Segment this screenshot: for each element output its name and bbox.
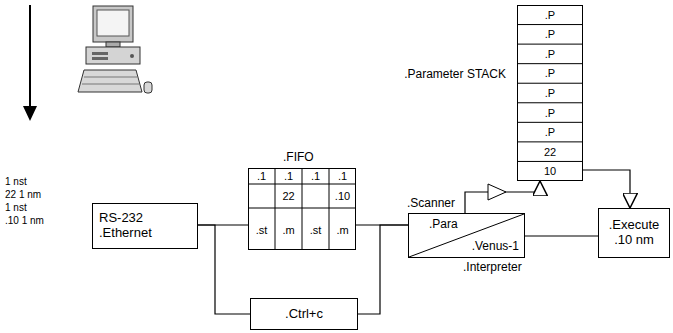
box-text: .Ctrl+c (257, 307, 351, 322)
table-cell: .10 (335, 190, 350, 202)
signal-note: 22 1 nm (5, 189, 41, 200)
stack-cell: .P (545, 126, 555, 138)
signal-note: 1 nst (5, 176, 27, 187)
stack-heading: .Parameter STACK (404, 68, 506, 82)
connector (525, 235, 598, 236)
stack-cell: .P (545, 107, 555, 119)
table-cell: 22 (282, 190, 294, 202)
box-text: RS-232 .Ethernet (99, 211, 191, 241)
stack-cell: .P (545, 48, 555, 60)
flow-arrow (29, 5, 31, 110)
stack-cell: .P (545, 9, 555, 21)
interpreter-box: .Scanner.Para.Venus-1.Interpreter (408, 213, 525, 258)
connector (465, 181, 540, 213)
connector (198, 225, 250, 314)
stack-cell: 22 (544, 146, 556, 158)
table-cell: .1 (284, 170, 293, 182)
stack-cell: .P (545, 28, 555, 40)
table-cell: .1 (338, 170, 347, 182)
signal-note: 1 nst (5, 202, 27, 213)
ctrl-box: .Ctrl+c (250, 298, 358, 330)
stack-grid (517, 25, 583, 162)
connector (583, 170, 630, 208)
table-cell: .m (282, 224, 294, 236)
table-cell: .1 (311, 170, 320, 182)
computer-icon (78, 6, 152, 93)
box-text: .10 nm (605, 233, 663, 248)
box-text: .Execute (605, 218, 663, 233)
table-cell: .st (310, 224, 322, 236)
fifo-grid (248, 168, 356, 250)
stack-cell: 10 (544, 165, 556, 177)
venus-label: .Venus-1 (472, 240, 519, 254)
signal-note: .10 1 nm (5, 215, 44, 226)
stack-cell: .P (545, 67, 555, 79)
table-cell: .st (256, 224, 268, 236)
table-cell: .m (336, 224, 348, 236)
table-cell: .1 (257, 170, 266, 182)
arrow-head (23, 106, 37, 121)
interpreter-divider (409, 214, 524, 257)
execute-box: .Execute.10 nm (598, 208, 670, 258)
table-heading: .FIFO (283, 151, 314, 165)
interpreter-label: .Interpreter (463, 261, 522, 275)
para-label: .Para (429, 218, 458, 232)
scanner-label: .Scanner (407, 197, 455, 211)
connector (358, 225, 408, 314)
buffer-triangle (488, 184, 506, 200)
interface-box: RS-232 .Ethernet (92, 203, 198, 249)
stack-cell: .P (545, 87, 555, 99)
